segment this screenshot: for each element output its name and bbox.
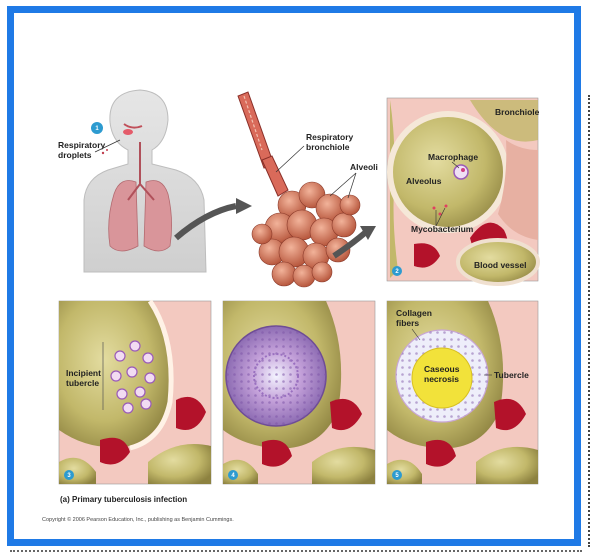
macrophage-icon (454, 165, 468, 179)
label-blood-vessel: Blood vessel (474, 260, 526, 270)
human-figure (84, 90, 206, 272)
label-bronchiole: Bronchiole (495, 107, 540, 117)
label-alveoli: Alveoli (350, 162, 378, 172)
label-collagen-fibers-line1: Collagen (396, 308, 432, 318)
label-respiratory-bronchiole-line2: bronchiole (306, 142, 350, 152)
label-respiratory-droplets-line2: droplets (58, 150, 92, 160)
label-mycobacterium: Mycobacterium (411, 224, 474, 234)
label-respiratory-bronchiole-line1: Respiratory (306, 132, 354, 142)
label-incipient-tubercle-line2: tubercle (66, 378, 99, 388)
label-alveolus: Alveolus (406, 176, 442, 186)
panel-2-alveolus (387, 98, 538, 284)
label-tubercle: Tubercle (494, 370, 529, 380)
label-incipient-tubercle-line1: Incipient (66, 368, 101, 378)
label-respiratory-droplets-line1: Respiratory (58, 140, 106, 150)
label-caseous-necrosis-line1: Caseous (424, 364, 460, 374)
figure-caption: (a) Primary tuberculosis infection (60, 495, 187, 504)
panel-4-tubercle-forming (223, 301, 375, 484)
label-macrophage: Macrophage (428, 152, 478, 162)
alveoli-cluster (238, 92, 360, 287)
panel-3-incipient-tubercle (59, 301, 211, 484)
panel-5-caseous-tubercle (387, 301, 538, 484)
label-collagen-fibers-line2: fibers (396, 318, 419, 328)
copyright-notice: Copyright © 2006 Pearson Education, Inc.… (42, 516, 234, 523)
label-caseous-necrosis-line2: necrosis (424, 374, 459, 384)
